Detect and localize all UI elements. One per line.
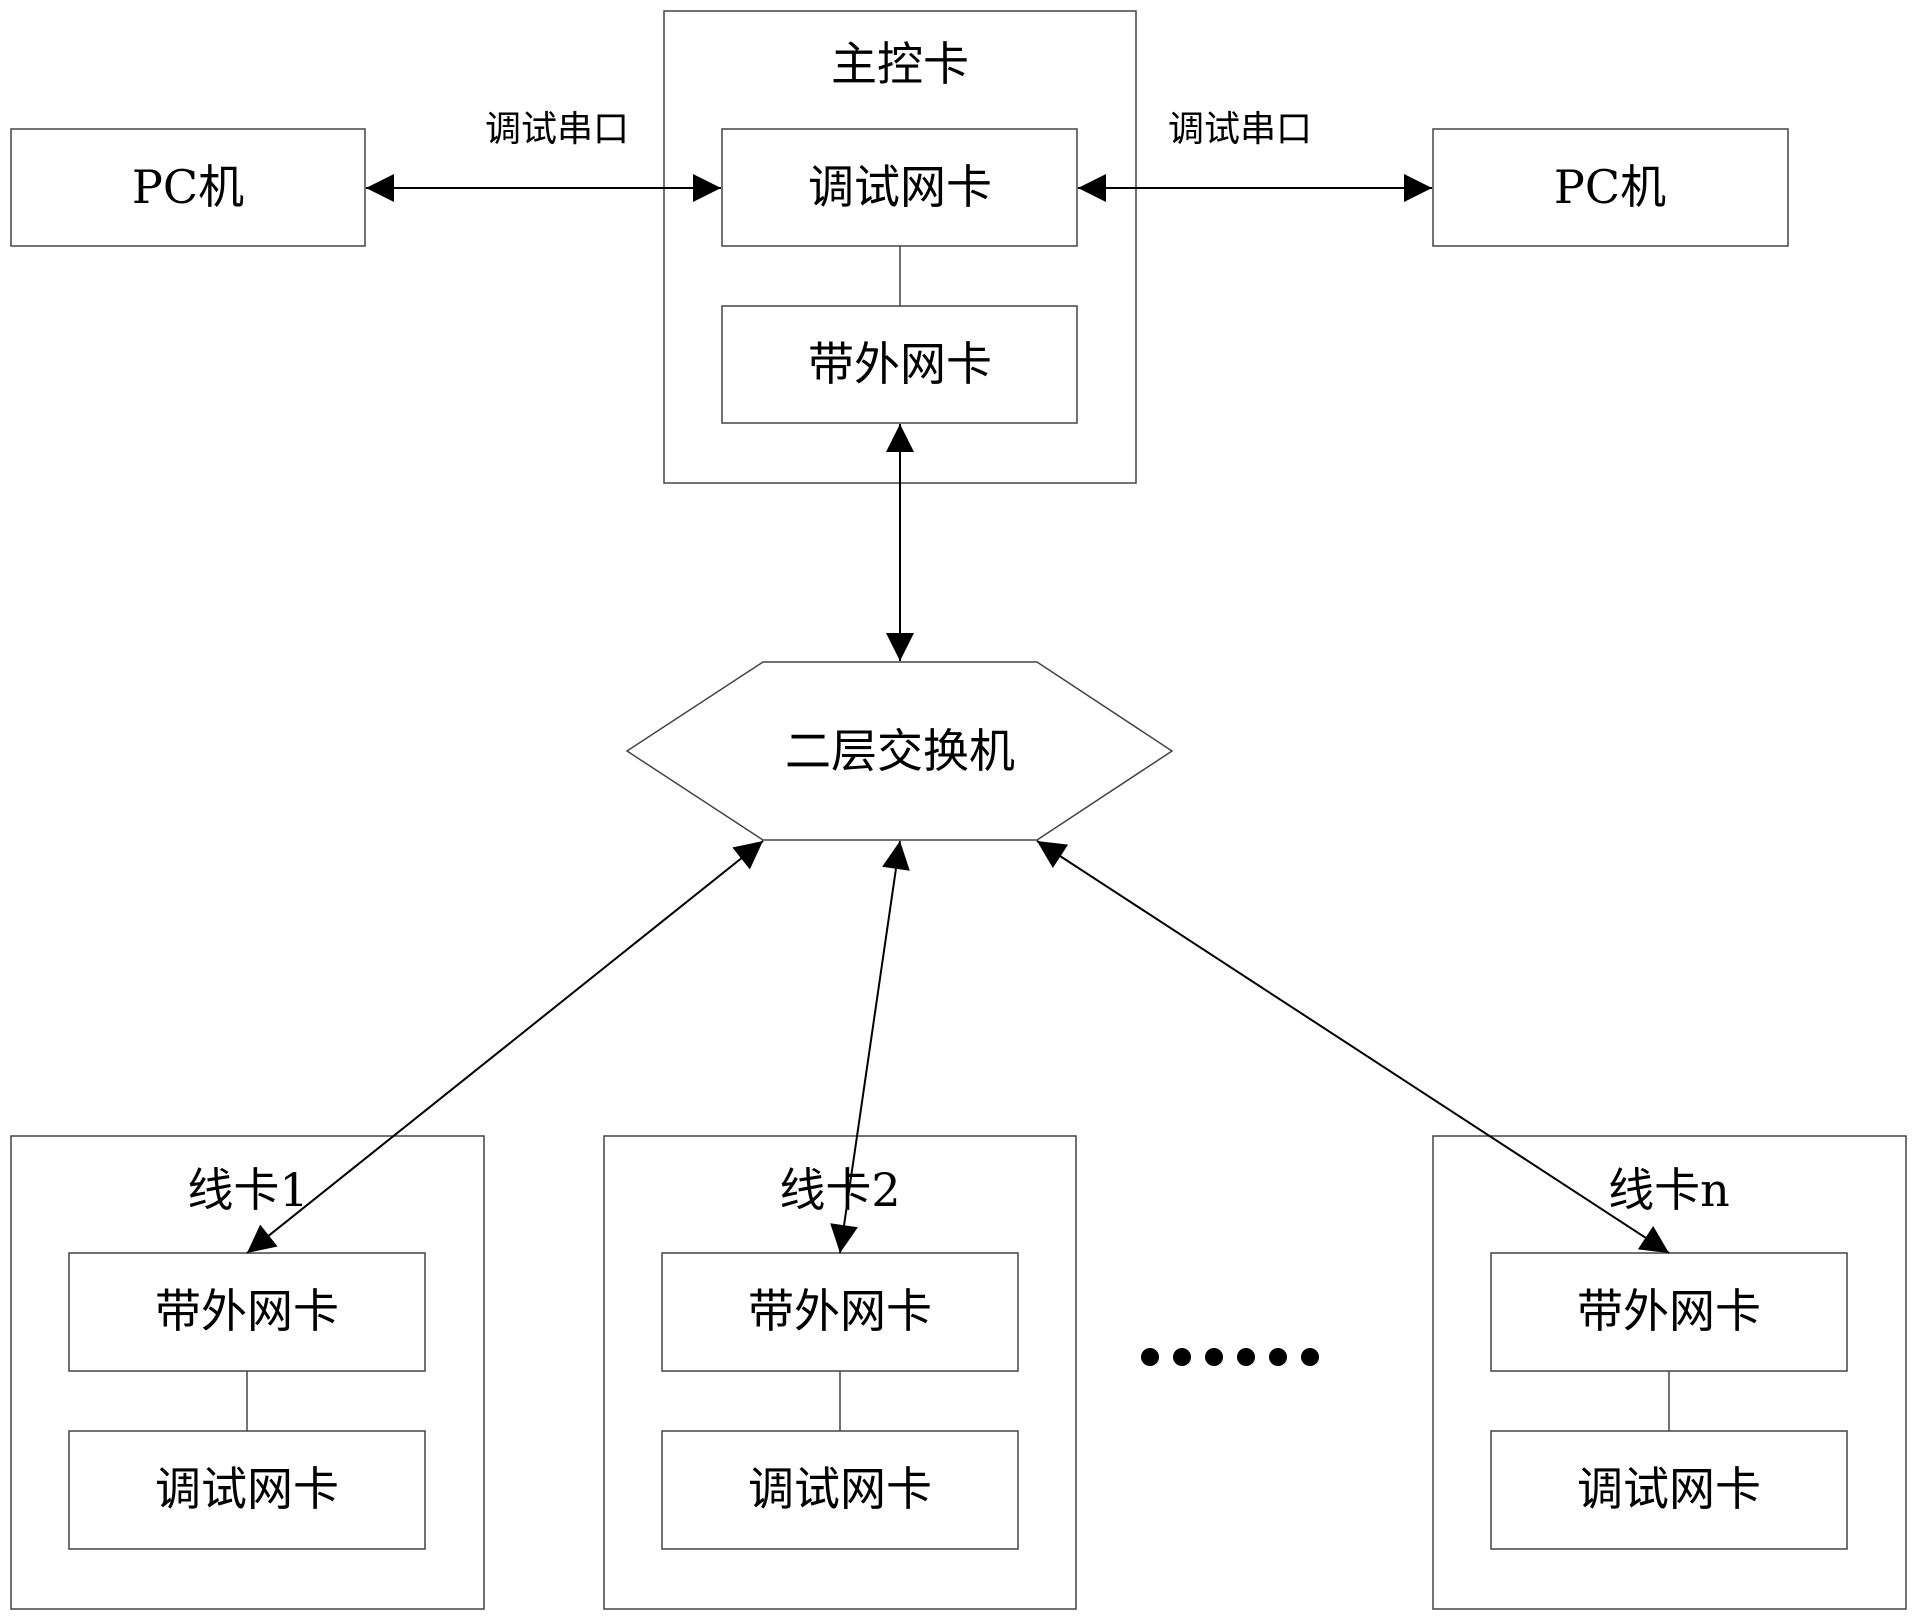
pc-right-link-label: 调试串口 bbox=[1168, 109, 1312, 150]
line-card-2-title: 线卡2 bbox=[779, 1163, 900, 1217]
layer2-switch-label: 二层交换机 bbox=[785, 724, 1015, 778]
ellipsis-dot bbox=[1205, 1348, 1223, 1366]
main-debug-nic-label: 调试网卡 bbox=[808, 160, 992, 214]
line-card-n-oob-nic-label: 带外网卡 bbox=[1577, 1284, 1761, 1338]
line-card-2: 线卡2 带外网卡 调试网卡 bbox=[604, 1136, 1076, 1609]
switch-to-line-card-n-arrow bbox=[1037, 841, 1669, 1253]
pc-left-label: PC机 bbox=[132, 160, 244, 214]
ellipsis-dot bbox=[1269, 1348, 1287, 1366]
line-card-n-title: 线卡n bbox=[1608, 1163, 1730, 1217]
pc-right: PC机 调试串口 bbox=[1168, 109, 1788, 246]
ellipsis-dot bbox=[1301, 1348, 1319, 1366]
line-card-1-oob-nic-label: 带外网卡 bbox=[155, 1284, 339, 1338]
line-card-2-oob-nic-label: 带外网卡 bbox=[748, 1284, 932, 1338]
ellipsis-dots bbox=[1141, 1348, 1319, 1366]
ellipsis-dot bbox=[1237, 1348, 1255, 1366]
line-card-n-debug-nic-label: 调试网卡 bbox=[1577, 1462, 1761, 1516]
main-control-card: 主控卡 调试网卡 带外网卡 bbox=[664, 11, 1136, 483]
line-card-2-debug-nic-label: 调试网卡 bbox=[748, 1462, 932, 1516]
main-control-card-title: 主控卡 bbox=[831, 37, 969, 91]
pc-left-link-label: 调试串口 bbox=[485, 109, 629, 150]
line-card-1-debug-nic-label: 调试网卡 bbox=[155, 1462, 339, 1516]
ellipsis-dot bbox=[1173, 1348, 1191, 1366]
layer2-switch: 二层交换机 bbox=[627, 662, 1172, 840]
ellipsis-dot bbox=[1141, 1348, 1159, 1366]
line-card-1: 线卡1 带外网卡 调试网卡 bbox=[11, 1136, 484, 1609]
pc-right-label: PC机 bbox=[1554, 160, 1666, 214]
line-card-n: 线卡n 带外网卡 调试网卡 bbox=[1433, 1136, 1906, 1609]
line-card-1-title: 线卡1 bbox=[187, 1163, 308, 1217]
pc-left: PC机 调试串口 bbox=[11, 109, 629, 246]
main-oob-nic-label: 带外网卡 bbox=[808, 337, 992, 391]
